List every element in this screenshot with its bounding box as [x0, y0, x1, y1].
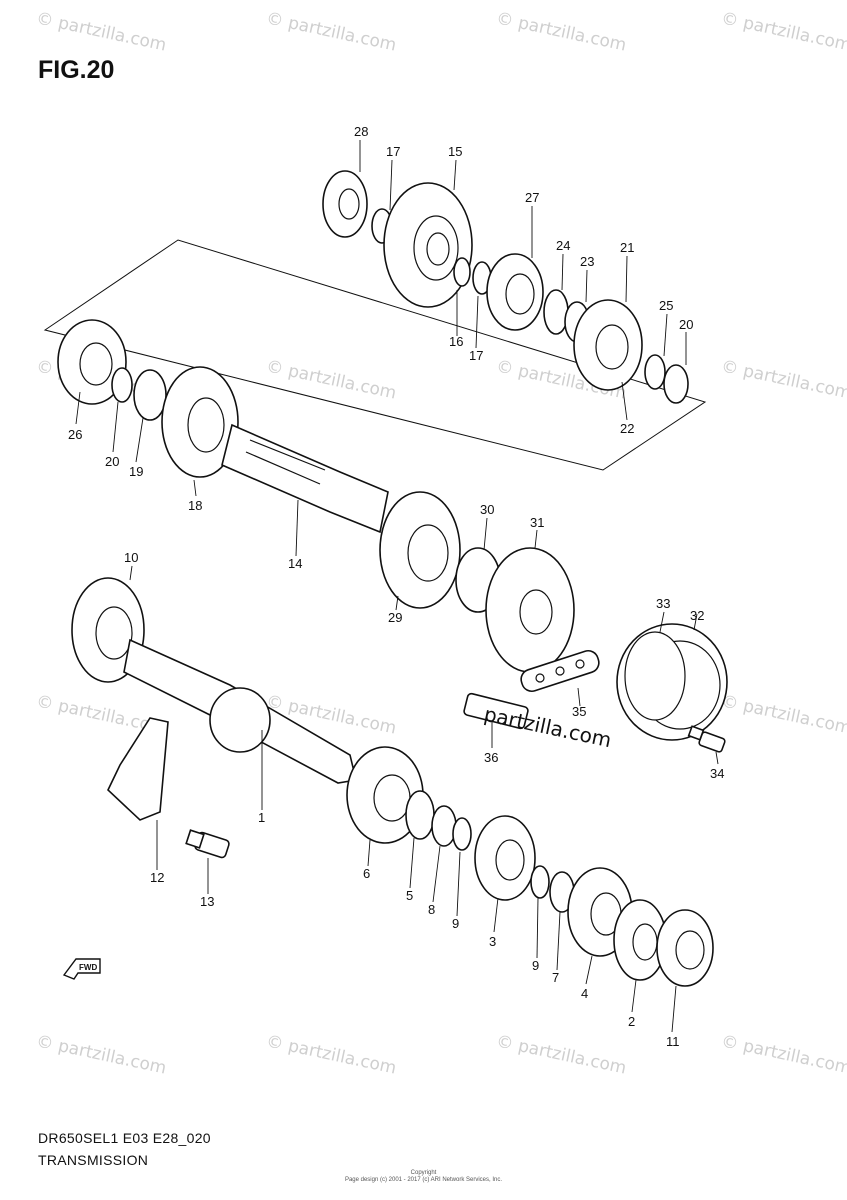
- gear-6: [346, 746, 424, 844]
- circlip-9b: [530, 865, 550, 899]
- part-label-22: 22: [620, 421, 634, 436]
- part-label-21: 21: [620, 240, 634, 255]
- forward-arrow-icon: FWD: [62, 958, 101, 980]
- gear-3: [474, 815, 536, 901]
- part-label-11: 11: [666, 1034, 680, 1049]
- model-code: DR650SEL1 E03 E28_020: [38, 1130, 211, 1146]
- part-label-27: 27: [525, 190, 539, 205]
- part-label-17: 17: [386, 144, 400, 159]
- chain-joint-36: [463, 692, 529, 730]
- gear-15: [383, 182, 473, 308]
- bearing-11: [656, 909, 714, 987]
- sprocket-31: [485, 547, 575, 673]
- part-label-17: 17: [469, 348, 483, 363]
- part-label-3: 3: [489, 934, 496, 949]
- part-labels: 28 17 15 27 24 23 21 25 20 16 17 22 26 2…: [68, 124, 724, 1049]
- part-label-19: 19: [129, 464, 143, 479]
- part-label-35: 35: [572, 704, 586, 719]
- gear-27: [486, 253, 544, 331]
- part-label-12: 12: [150, 870, 164, 885]
- section-title: TRANSMISSION: [38, 1152, 149, 1168]
- gear-21: [573, 299, 643, 391]
- part-label-32: 32: [690, 608, 704, 623]
- bearing-10: [71, 577, 145, 683]
- washer-8: [431, 805, 457, 847]
- gear-26: [57, 319, 127, 405]
- main-shaft-1: [123, 638, 357, 784]
- part-label-25: 25: [659, 298, 673, 313]
- part-label-20: 20: [679, 317, 693, 332]
- bushing-16: [453, 257, 471, 287]
- washer-25: [644, 354, 666, 390]
- figure-label: FIG.20: [38, 56, 115, 84]
- part-label-24: 24: [556, 238, 570, 253]
- part-label-30: 30: [480, 502, 494, 517]
- part-label-16: 16: [449, 334, 463, 349]
- gear-18: [161, 366, 239, 478]
- copyright-line-2: Page design (c) 2001 - 2017 (c) ARI Netw…: [344, 1177, 503, 1183]
- part-label-15: 15: [448, 144, 462, 159]
- part-label-8: 8: [428, 902, 435, 917]
- bearing-29: [379, 491, 461, 609]
- part-label-4: 4: [581, 986, 588, 1001]
- assembly-frame: [43, 239, 707, 471]
- plate-12: [107, 717, 169, 821]
- part-label-36: 36: [484, 750, 498, 765]
- part-label-5: 5: [406, 888, 413, 903]
- part-label-1: 1: [258, 810, 265, 825]
- part-label-20: 20: [105, 454, 119, 469]
- bolt-34: [687, 725, 726, 753]
- part-label-10: 10: [124, 550, 138, 565]
- part-label-18: 18: [188, 498, 202, 513]
- part-label-2: 2: [628, 1014, 635, 1029]
- part-label-33: 33: [656, 596, 670, 611]
- chain-35: [520, 649, 600, 693]
- bearing-28: [322, 170, 368, 238]
- part-label-6: 6: [363, 866, 370, 881]
- circlip-20: [663, 364, 689, 404]
- part-label-9: 9: [532, 958, 539, 973]
- copyright-line-1: Copyright: [410, 1170, 437, 1176]
- countershaft-14: [221, 423, 389, 534]
- leader-lines: [75, 140, 719, 1033]
- part-label-28: 28: [354, 124, 368, 139]
- fwd-label: FWD: [79, 963, 97, 972]
- part-label-31: 31: [530, 515, 544, 530]
- bolt-13: [185, 829, 230, 859]
- washer-19: [133, 369, 167, 421]
- copyright: Copyright Page design (c) 2001 - 2017 (c…: [0, 1170, 847, 1184]
- part-label-9: 9: [452, 916, 459, 931]
- part-label-13: 13: [200, 894, 214, 909]
- washer-24: [543, 289, 569, 335]
- gear-2: [613, 899, 667, 981]
- part-label-34: 34: [710, 766, 724, 781]
- part-label-29: 29: [388, 610, 402, 625]
- part-label-14: 14: [288, 556, 302, 571]
- part-label-26: 26: [68, 427, 82, 442]
- part-label-7: 7: [552, 970, 559, 985]
- circlip-9a: [452, 817, 472, 851]
- seal-33: [624, 631, 686, 721]
- circlip-20a: [111, 367, 133, 403]
- bushing-5: [405, 790, 435, 840]
- part-label-23: 23: [580, 254, 594, 269]
